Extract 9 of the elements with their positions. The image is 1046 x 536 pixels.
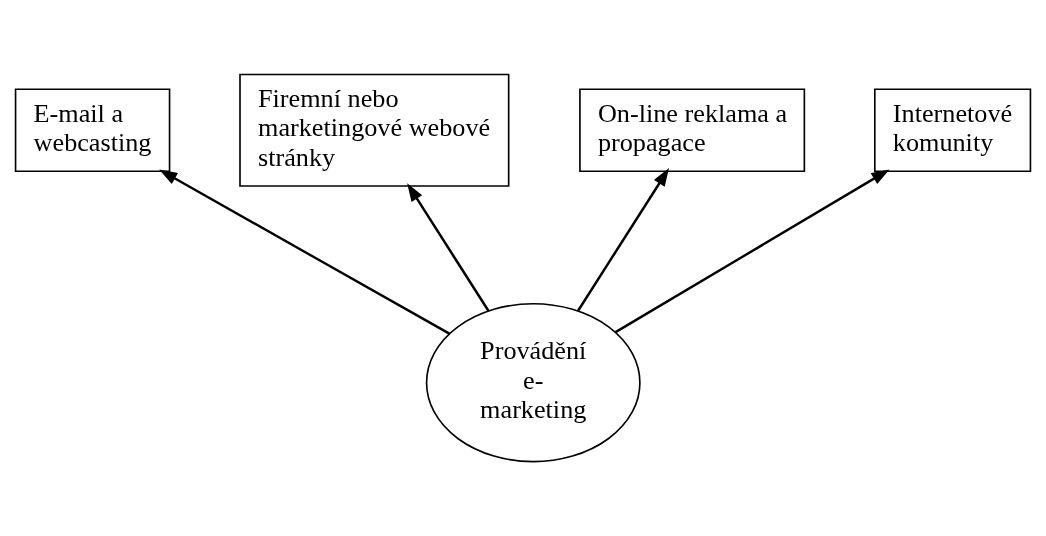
arrow (407, 183, 490, 312)
node-box: Firemní nebo marketingové webové stránky (239, 73, 510, 187)
node-box: E-mail a webcasting (14, 88, 171, 173)
arrow (576, 168, 670, 312)
arrow (614, 169, 890, 334)
arrow (159, 169, 450, 335)
node-box: On-line reklama a propagace (579, 88, 806, 173)
node-ellipse: Provádění e-marketing (425, 302, 641, 463)
node-box: Internetové komunity (873, 88, 1032, 173)
